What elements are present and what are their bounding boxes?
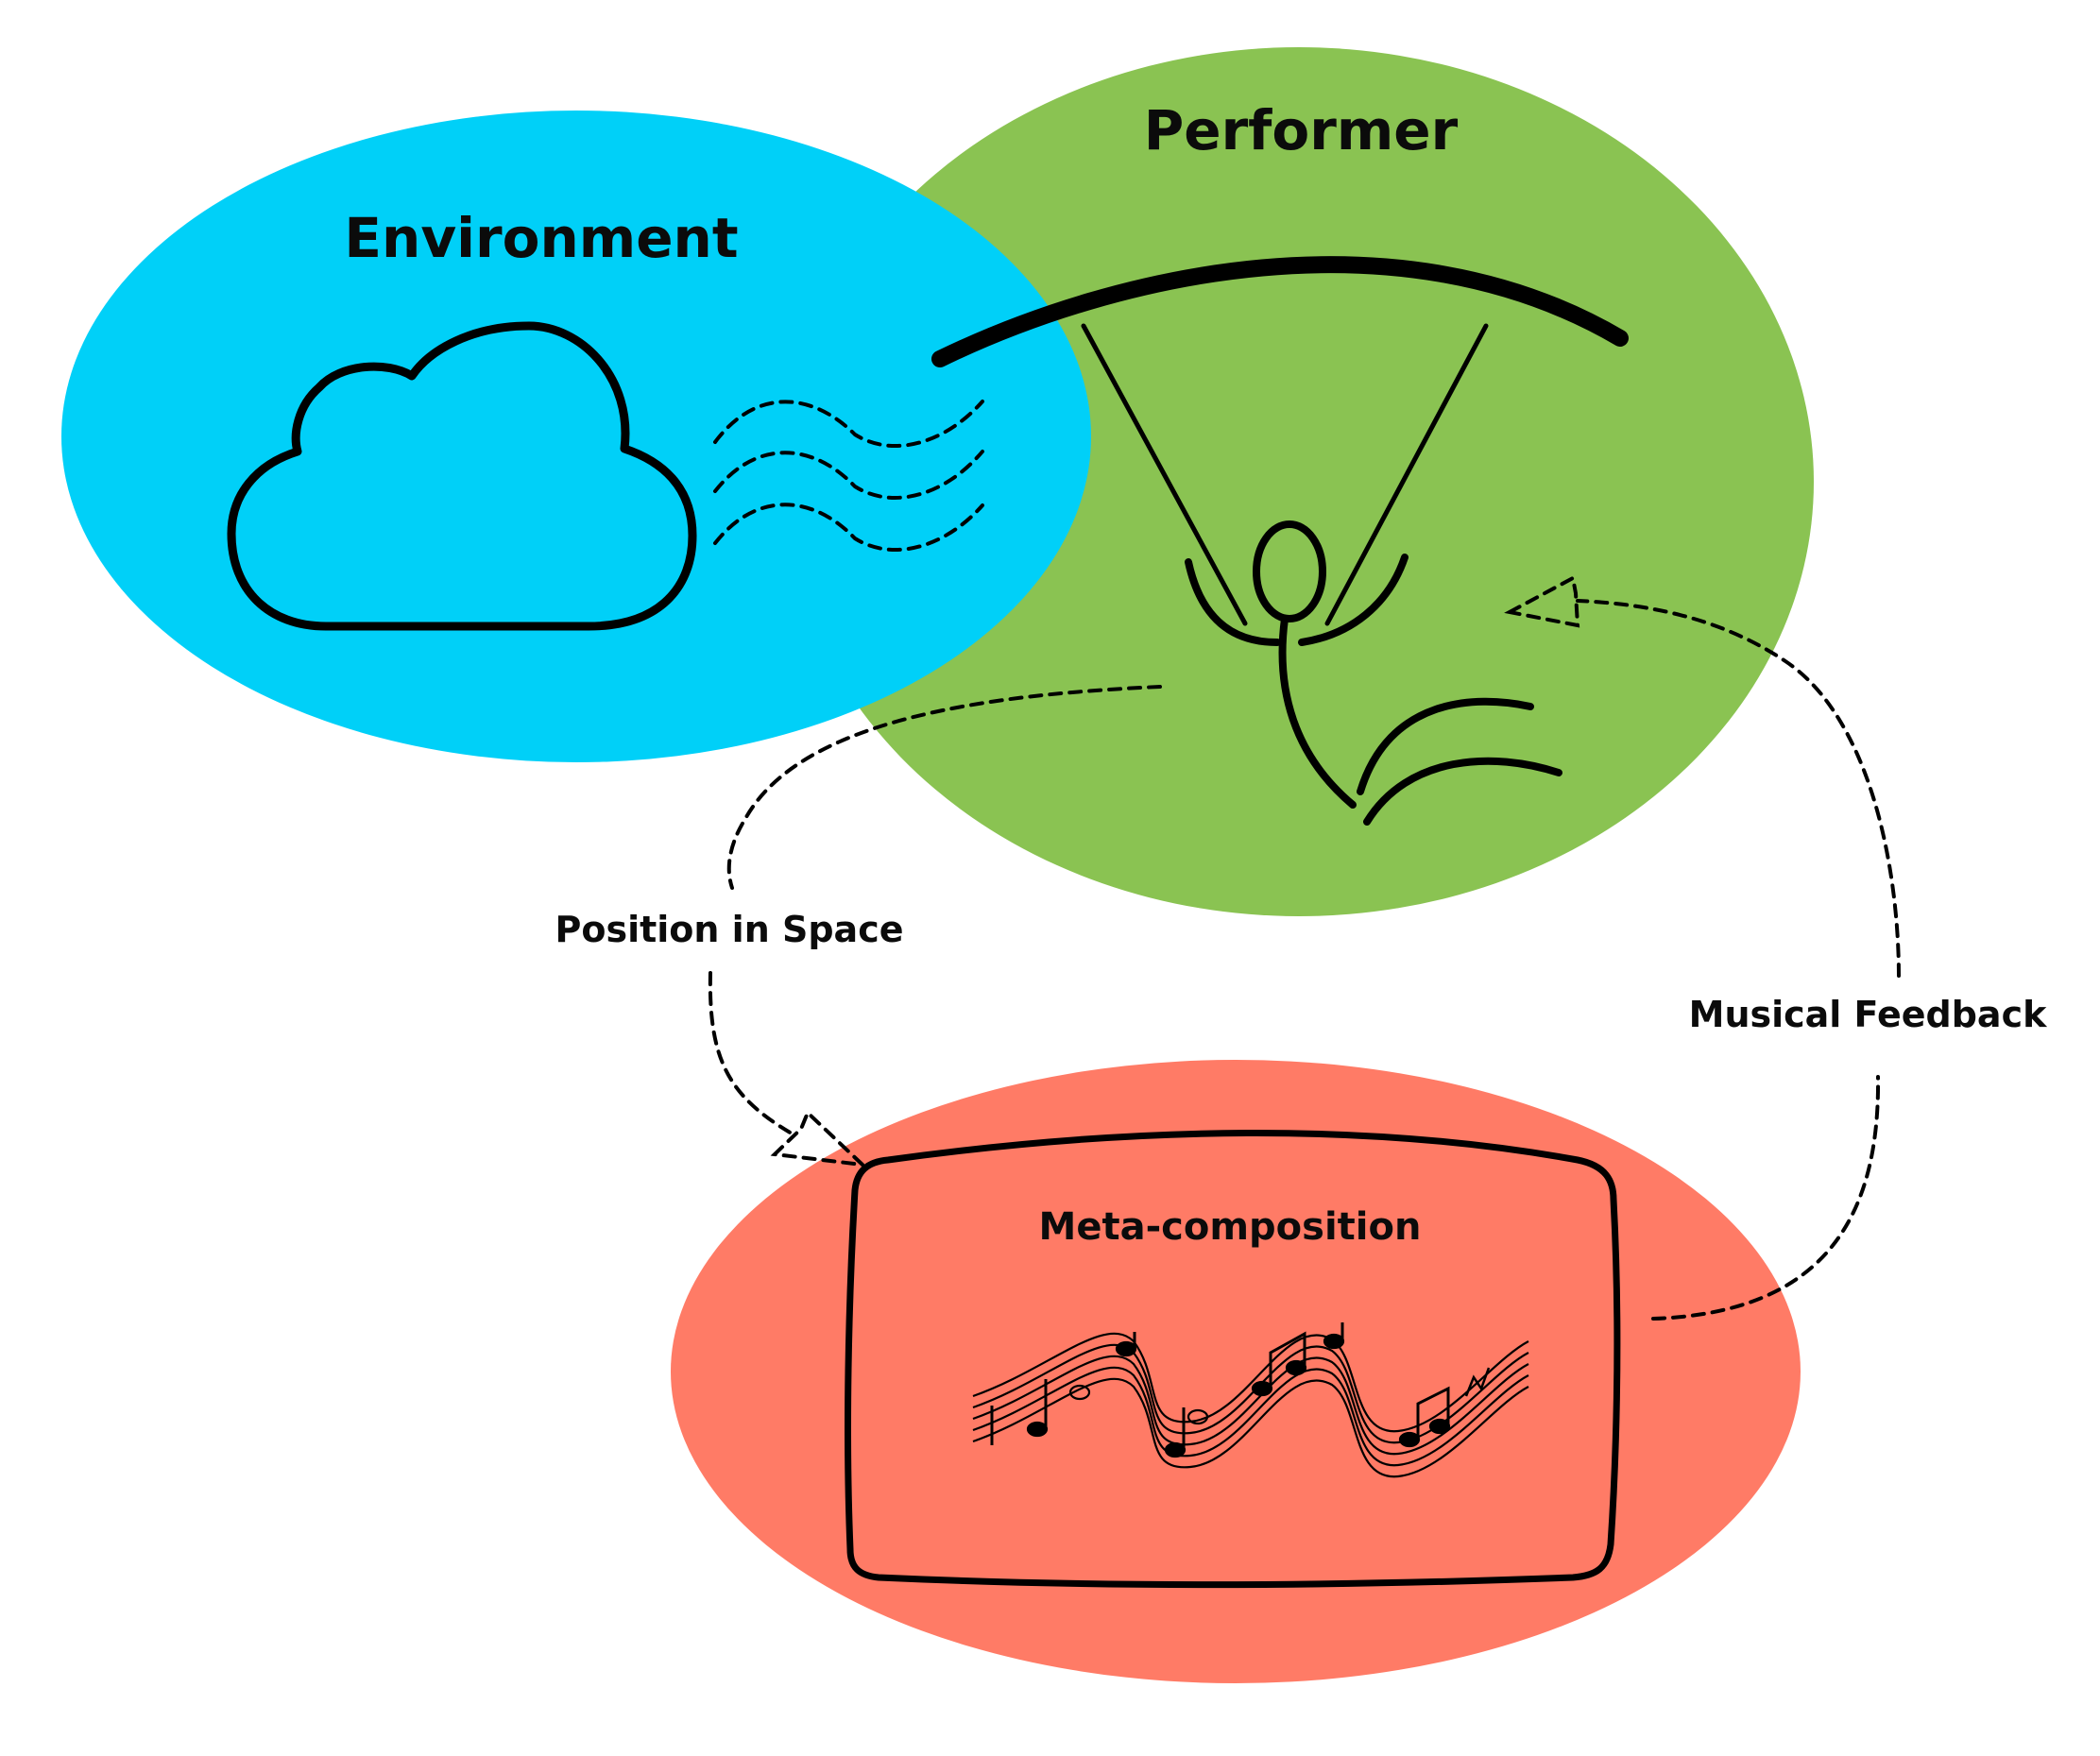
meta-composition-screen <box>845 1130 1621 1588</box>
arrowhead-icon <box>770 1109 868 1168</box>
performer-title: Performer <box>1144 98 1459 162</box>
meta-composition-ellipse <box>671 1060 1801 1683</box>
musical-feedback-label: Musical Feedback <box>1689 994 2047 1035</box>
cloud-icon <box>227 321 697 631</box>
environment-title: Environment <box>344 206 738 270</box>
performer-ellipse <box>784 47 1814 916</box>
wind-lines-icon <box>713 400 984 553</box>
environment-ellipse <box>61 111 1091 762</box>
position-in-space-arrow <box>708 685 1162 1168</box>
paraglider-icon <box>931 256 1629 826</box>
musical-feedback-arrow <box>1504 574 1901 1321</box>
music-staff-icon <box>972 1322 1529 1478</box>
meta-composition-title: Meta-composition <box>1039 1205 1422 1249</box>
arrowhead-icon-2 <box>1504 574 1580 628</box>
position-in-space-label: Position in Space <box>555 909 904 950</box>
